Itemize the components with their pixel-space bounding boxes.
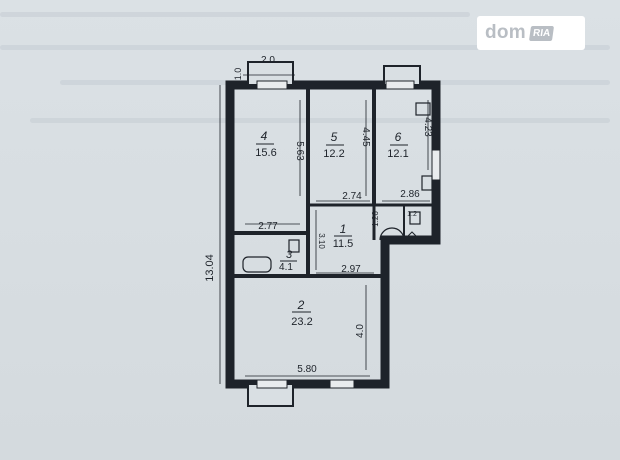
room-number: 6 (395, 130, 402, 144)
dim-room4-height: 5.63 (294, 141, 305, 161)
room-area: 12.1 (387, 148, 408, 160)
window-opening (256, 379, 288, 389)
sink-fixture (288, 239, 300, 253)
window-opening (256, 80, 288, 90)
faint-text-line (0, 45, 610, 50)
room-area: 15.6 (255, 147, 276, 159)
dim-room4-width: 2.77 (258, 221, 278, 232)
dim-room2-top-width: 2.97 (341, 264, 361, 275)
dim-corridor: 1.26 (371, 211, 380, 227)
room-label-6: 6 12.1 (387, 130, 408, 160)
room-area: 12.2 (323, 148, 344, 160)
dim-room2-height: 4.0 (355, 324, 366, 338)
dim-room5-height: 4.45 (360, 127, 371, 147)
room-label-5: 5 12.2 (323, 130, 344, 160)
kitchen-fixture (415, 102, 431, 116)
dim-wall-stub: 1.0 (233, 68, 243, 81)
faint-text-line (30, 118, 610, 123)
dim-wc: 1.2 (407, 211, 417, 218)
dim-room6-width: 2.86 (400, 189, 420, 200)
window-opening (329, 379, 355, 389)
room-area: 11.5 (333, 238, 354, 250)
stove-fixture (421, 175, 433, 191)
room-label-1: 1 11.5 (333, 222, 354, 250)
room-number: 1 (340, 222, 347, 236)
room-label-2: 2 23.2 (291, 298, 312, 328)
dim-room6-height: 4.23 (422, 117, 433, 137)
outer-wall (225, 80, 441, 389)
window-opening (431, 149, 441, 181)
door-swing (403, 231, 421, 241)
room-area: 23.2 (291, 316, 312, 328)
window-opening (385, 80, 415, 90)
dim-room2-width: 5.80 (297, 364, 317, 375)
bathtub-fixture (242, 256, 272, 273)
domria-watermark: dom RIA (477, 16, 585, 50)
room-number: 2 (297, 298, 305, 312)
watermark-brand: dom (485, 22, 527, 43)
door-swing (379, 227, 405, 241)
room-number: 5 (331, 130, 338, 144)
dim-hall-height: 3.10 (317, 233, 326, 249)
toilet-fixture (409, 211, 421, 225)
dim-overall-height: 13.04 (204, 254, 216, 282)
room-number: 4 (261, 129, 268, 143)
room-area: 4.1 (279, 262, 293, 273)
dim-balcony-top: 2.0 (261, 55, 275, 66)
room-label-3: 3 4.1 (279, 249, 297, 273)
faint-text-line (0, 12, 470, 17)
dim-room5-width: 2.74 (342, 191, 362, 202)
room-label-4: 4 15.6 (255, 129, 276, 159)
room-number: 3 (286, 249, 293, 261)
